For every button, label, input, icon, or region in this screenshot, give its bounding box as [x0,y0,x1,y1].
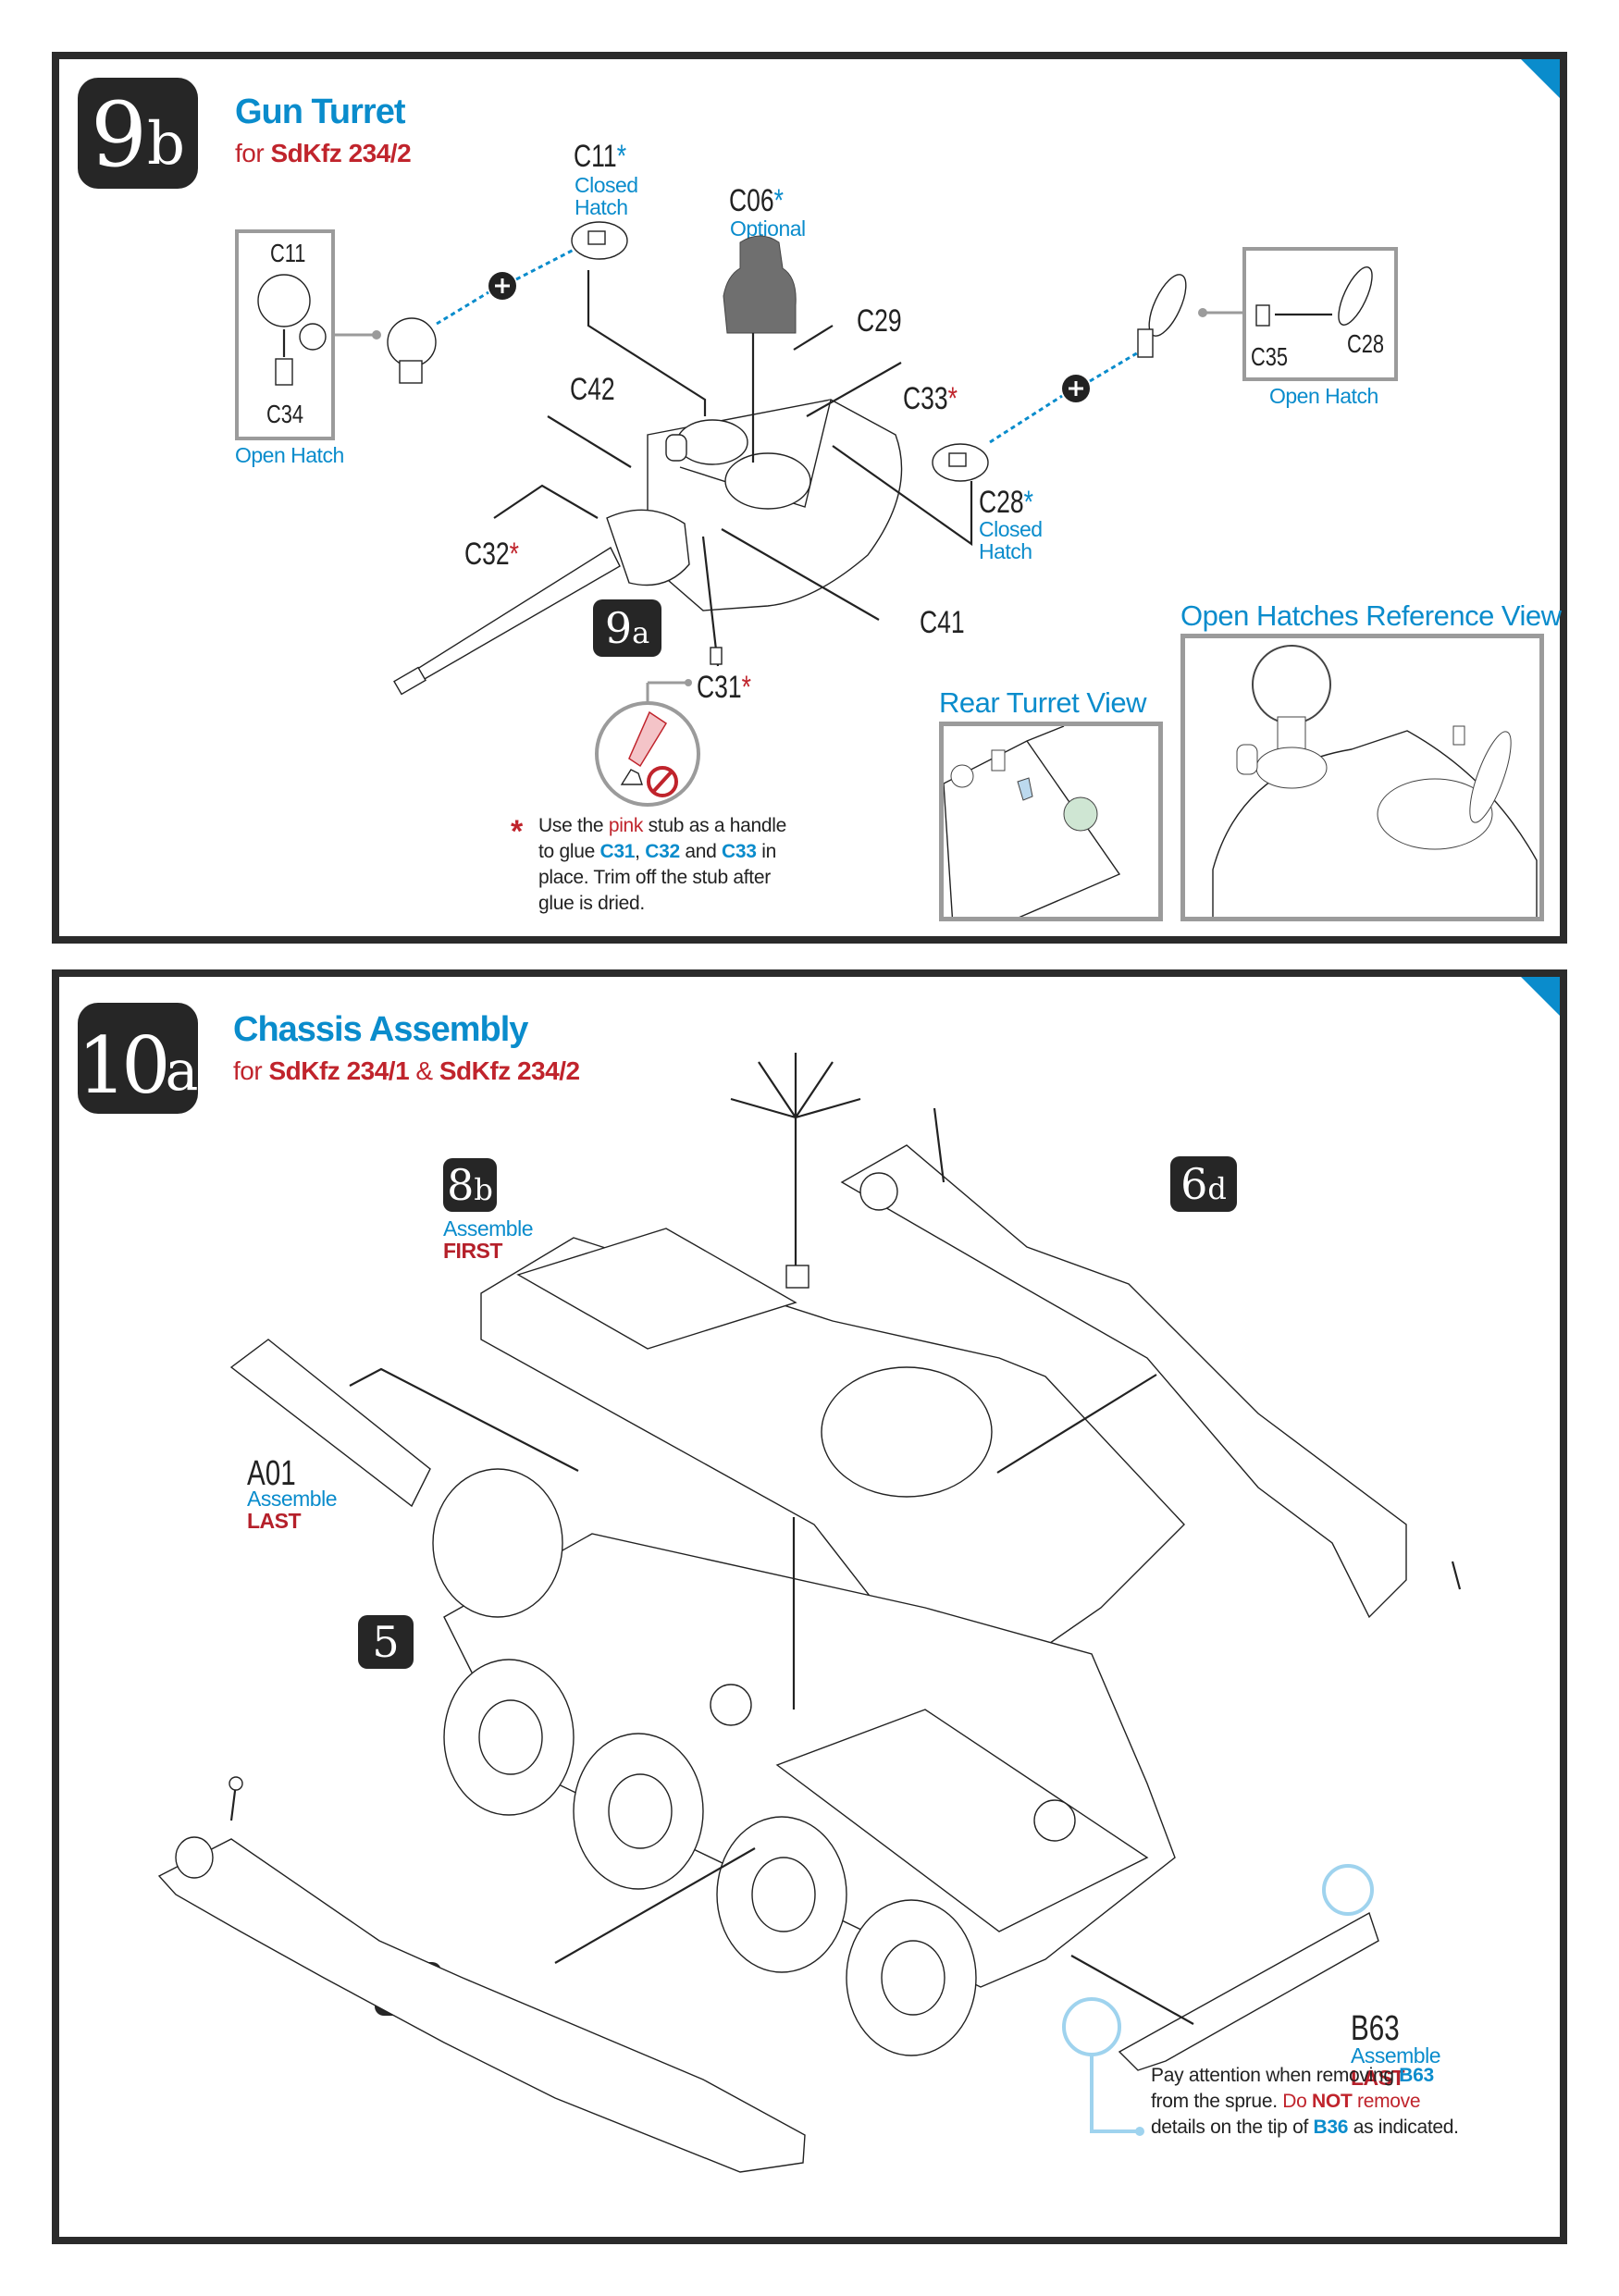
step-title: Gun Turret [235,93,406,131]
gun-mantlet [606,509,690,586]
part-label-c42: C42 [570,372,615,407]
antenna [730,1053,861,1265]
open-hatch-inset-left [235,229,335,440]
part-label-c33: C33* [903,381,958,416]
hatch-open-c11 [387,317,437,367]
a01-note: Assemble LAST [247,1487,337,1533]
corner-marker [1521,977,1560,1016]
wheels [432,1468,977,2056]
b63-callout-text: Pay attention when removing B63 from the… [1151,2065,1459,2138]
part-label-a01: A01 [247,1454,296,1493]
rear-turret-view-title: Rear Turret View [939,686,1147,719]
no-cut-icon [647,766,678,797]
part-label-c28: C28* [979,485,1033,520]
part-a01 [229,1339,431,1508]
open-hatches-reference-view [1180,634,1544,921]
model-name: SdKfz 234/2 [270,139,412,167]
open-hatch-inset-right [1242,247,1398,381]
part-label-c06: C06* [729,183,784,218]
part-label-c31: C31* [697,670,751,705]
ref-badge-5: 5 [358,1615,414,1669]
part-label-c35: C35 [1251,342,1289,371]
part-label-c28-inset: C28 [1347,329,1385,358]
part-7d [157,1838,806,2173]
part-label-c29: C29 [857,303,902,339]
turret-illustration [257,221,1373,807]
chassis-illustration [157,1053,1462,2173]
part-label-c32: C32* [464,537,519,572]
step-subtitle: for SdKfz 234/1 & SdKfz 234/2 [233,1056,580,1085]
footnote-star: * [511,814,524,849]
open-hatch-label-right: Open Hatch [1269,384,1378,408]
open-hatches-view-title: Open Hatches Reference View [1180,599,1562,632]
part-label-c11: C11* [574,139,627,174]
step-subtitle: for SdKfz 234/2 [235,139,412,167]
open-hatch-label-left: Open Hatch [235,443,344,467]
part-label-c41: C41 [920,605,965,640]
part-label-b63: B63 [1351,2009,1400,2048]
b63-note: Assemble LAST [1351,2043,1440,2090]
corner-marker [1521,59,1560,98]
gun-barrel [406,546,621,688]
ref-8b-note: Assemble FIRST [443,1216,533,1263]
step-title: Chassis Assembly [233,1010,528,1049]
model-name-2: SdKfz 234/2 [439,1056,580,1085]
part-label-c11-inset: C11 [270,239,306,267]
part-label-c34: C34 [266,400,304,428]
crew-figure [723,235,797,334]
rear-turret-view [939,722,1163,921]
c06-optional-note: Optional [730,216,806,241]
footnote-text: Use the pink stub as a handle to glue C3… [538,815,786,914]
part-b63 [1118,1911,1379,2071]
model-name-1: SdKfz 234/1 [268,1056,410,1085]
part-6d [840,1144,1407,1619]
